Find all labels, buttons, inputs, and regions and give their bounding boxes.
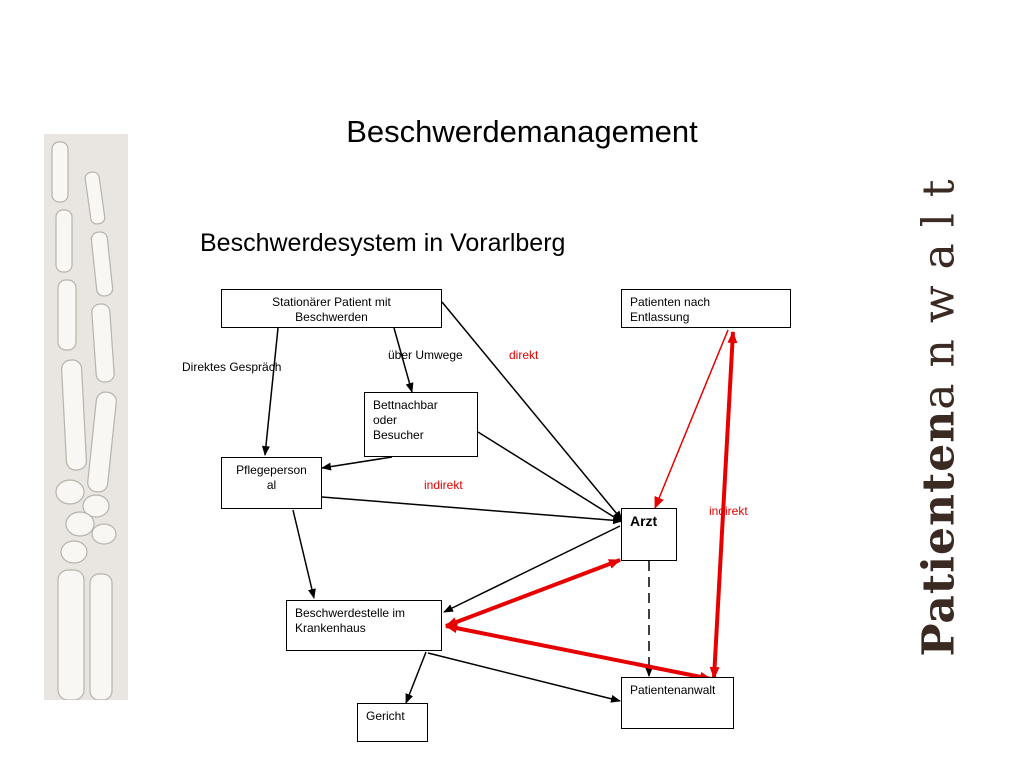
node-stationary-patient: Stationärer Patient mit Beschwerden <box>221 289 442 328</box>
label-detours: über Umwege <box>388 348 463 362</box>
node-neighbor-visitor-label: Bettnachbar oder Besucher <box>373 398 438 442</box>
arrow-patient-to-doctor <box>441 301 623 521</box>
node-doctor: Arzt <box>621 508 677 561</box>
node-complaints-office: Beschwerdestelle im Krankenhaus <box>286 600 442 651</box>
node-doctor-label: Arzt <box>630 513 658 529</box>
arrow-neighbor-to-doctor <box>477 431 623 523</box>
node-patient-advocate-label: Patientenanwalt <box>630 683 716 697</box>
arrow-office-to-advocate <box>427 652 621 703</box>
label-direct: direkt <box>509 348 539 362</box>
arrow-nurse-to-office <box>292 509 316 599</box>
node-stationary-patient-label: Stationärer Patient mit Beschwerden <box>272 295 391 324</box>
red-arrow-discharged-to-doctor <box>654 329 729 509</box>
label-direct-talk: Direktes Gespräch <box>182 360 282 374</box>
hand-xray-image <box>44 134 128 700</box>
slide-title: Beschwerdemanagement <box>346 114 698 149</box>
arrow-patient-to-neighbor <box>393 327 414 393</box>
arrow-office-to-court <box>405 651 427 704</box>
slide-subtitle: Beschwerdesystem in Vorarlberg <box>200 229 566 257</box>
node-nurse: Pflegeperson al <box>221 457 322 509</box>
node-neighbor-visitor: Bettnachbar oder Besucher <box>364 392 478 457</box>
node-complaints-office-label: Beschwerdestelle im Krankenhaus <box>295 606 406 635</box>
red-arrow-office-advocate <box>445 623 712 682</box>
node-court: Gericht <box>357 703 428 742</box>
node-discharged-patient: Patienten nach Entlassung <box>621 289 791 328</box>
node-court-label: Gericht <box>366 709 405 723</box>
red-arrow-office-doctor <box>445 558 621 628</box>
label-indirect-middle: indirekt <box>424 478 463 492</box>
arrow-patient-to-nurse <box>261 327 279 456</box>
red-arrow-discharged-advocate <box>709 331 738 679</box>
arrow-nurse-to-doctor <box>321 496 623 525</box>
node-patient-advocate: Patientenanwalt <box>621 677 734 729</box>
node-nurse-label: Pflegeperson al <box>236 463 307 492</box>
label-indirect-right: indirekt <box>709 504 748 518</box>
arrow-neighbor-to-nurse <box>321 456 393 471</box>
node-discharged-patient-label: Patienten nach Entlassung <box>630 295 711 324</box>
